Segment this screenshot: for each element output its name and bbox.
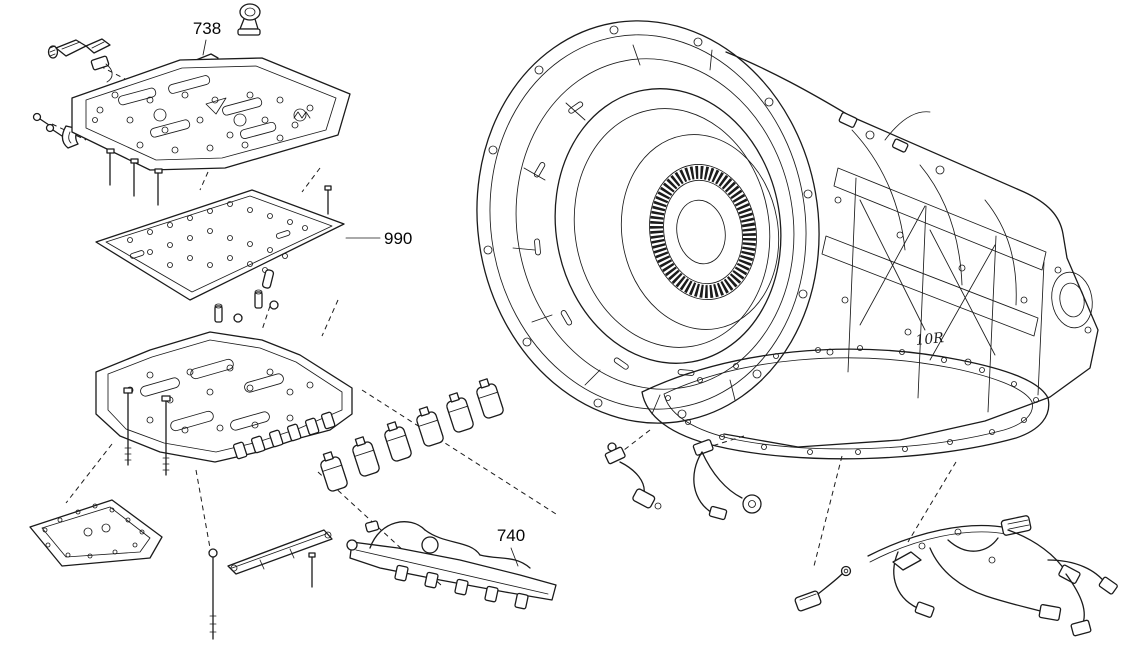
pan-magnet [101,523,111,533]
harness-eyelet [346,539,358,551]
harness-bracket [892,551,922,571]
case-main-body [723,51,1099,448]
small-connector [90,55,113,83]
transmission-speed-sensor [604,442,662,510]
oil-pan [29,499,163,567]
harness-connector-e [914,601,935,618]
harness-connector-b [1058,564,1081,584]
valve-channels-lower [140,358,284,432]
case-frame-rails [821,167,1047,413]
solenoid-retainer-tabs [232,411,336,460]
output-speed-sensor [692,439,762,521]
valve-channels [118,75,277,140]
plate-holes-upper [92,91,314,154]
mounting-bolts-upper [106,148,163,206]
lifting-eye-fitting [237,3,261,36]
case-dashed-lines [623,429,957,567]
case-oil-pan [641,345,1050,460]
lower-valve-body [95,331,353,463]
internal-wiring-harness-740 [346,520,557,610]
case-top-mounts [838,111,945,175]
harness-connector-d [1038,604,1062,621]
check-ball-pins [214,185,332,323]
bell-rib-ticks [512,44,736,415]
case-bolt-holes [826,196,1028,366]
bell-housing [476,20,820,424]
case-ribs [851,129,1017,306]
rail-stud [308,552,316,588]
harness-connector-f [1098,576,1118,595]
harness-connector-teeth [394,564,529,610]
pan-bolt-holes [42,503,145,559]
main-wiring-harness [867,515,1118,637]
shift-solenoid-set [320,378,504,492]
spring-detail [293,111,311,119]
harness-grommet [421,536,439,554]
harness-connector-c [1070,619,1092,637]
pan-magnet [83,527,93,537]
small-screws [32,112,63,137]
callout-label-740: 740 [497,526,525,545]
pressure-sensor [47,38,111,59]
valve-body-long-bolts [123,387,171,476]
callout-label-738: 738 [193,19,221,38]
alignment-triangle [205,97,227,115]
plate-holes-separator [127,201,308,273]
callout-label-990: 990 [384,229,412,248]
separator-plate-990 [95,189,345,301]
callout-leader-738 [202,39,207,56]
harness-clip [794,565,852,612]
output-shaft-end [1051,266,1093,334]
upper-valve-body [71,57,351,171]
case-stamped-mark: 10R [915,330,945,349]
case-pan-bolt-holes [665,345,1039,455]
pan-rail-strip [227,529,333,575]
bell-flange-bolt-holes [483,25,813,419]
ring-gear-splines [649,163,757,301]
transmission-case: 10R [476,20,1099,460]
callout-leader-740 [510,547,519,567]
pan-long-bolt [208,548,218,640]
harness-plug [364,520,380,533]
